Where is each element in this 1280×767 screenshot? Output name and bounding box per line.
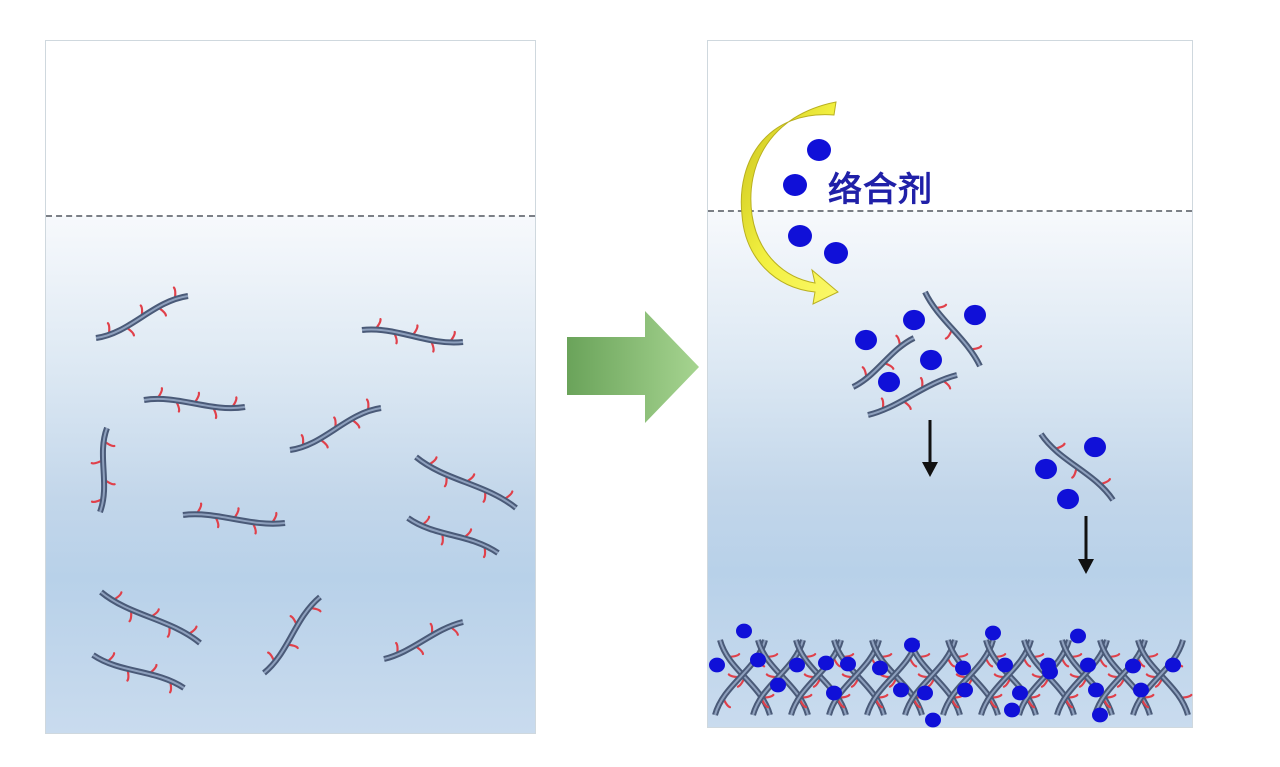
polymer-chain: [143, 387, 246, 420]
agent-ball: [1125, 658, 1141, 674]
polymer-chain: [406, 515, 500, 559]
agent-ball: [783, 174, 807, 196]
agent-ball: [788, 225, 812, 247]
polymer-chain: [1135, 639, 1193, 716]
agent-ball: [920, 349, 942, 371]
chelating-agent-label: 络合剂: [828, 170, 933, 210]
agent-ball: [925, 712, 941, 728]
agent-ball: [964, 304, 986, 326]
polymer-chain: [289, 398, 382, 453]
agent-ball: [985, 625, 1001, 641]
polymer-chain: [361, 317, 464, 353]
agent-ball: [1042, 664, 1058, 680]
polymer-chain: [867, 372, 958, 418]
liquid-surface-line: [708, 210, 1192, 212]
agent-ball: [957, 682, 973, 698]
chelating-agent-balls: [783, 139, 848, 264]
agent-ball: [736, 623, 752, 639]
agent-ball: [840, 656, 856, 672]
agent-ball: [807, 139, 831, 161]
agent-ball: [955, 660, 971, 676]
agent-ball: [1165, 657, 1181, 673]
down-arrow-icon: [1078, 516, 1094, 574]
agent-ball: [1070, 628, 1086, 644]
agent-ball: [789, 657, 805, 673]
sediment-layer: [709, 623, 1193, 728]
polymer-chain: [95, 286, 189, 341]
agent-ball: [1088, 682, 1104, 698]
agent-ball: [893, 682, 909, 698]
free-polymer-chains: [90, 286, 518, 694]
polymer-chain: [383, 619, 464, 662]
agent-ball: [1035, 458, 1057, 480]
agent-ball: [1080, 657, 1096, 673]
agent-ball: [997, 657, 1013, 673]
polymer-chain: [182, 502, 286, 535]
agent-ball: [878, 371, 900, 393]
polymer-chain: [922, 290, 983, 368]
liquid-surface-line: [46, 215, 535, 217]
polymer-chain: [851, 334, 916, 390]
agent-ball: [709, 657, 725, 673]
agent-ball: [903, 309, 925, 331]
polymer-chain: [91, 652, 186, 694]
down-arrow-icon: [922, 420, 938, 477]
agent-ball: [1133, 682, 1149, 698]
agent-ball: [1012, 685, 1028, 701]
bound-polymer-chains: [851, 290, 1116, 510]
agent-ball: [917, 685, 933, 701]
agent-ball: [1092, 707, 1108, 723]
agent-ball: [1004, 702, 1020, 718]
curved-arrow-icon: [740, 101, 839, 305]
agent-ball: [824, 242, 848, 264]
polymer-chain: [262, 594, 322, 676]
polymer-chain: [99, 589, 202, 646]
polymer-chain: [1038, 432, 1116, 502]
agent-ball: [826, 685, 842, 701]
agent-ball: [770, 677, 786, 693]
agent-ball: [750, 652, 766, 668]
polymer-chain: [414, 454, 518, 511]
beaker-before: [45, 40, 536, 734]
agent-ball: [904, 637, 920, 653]
right-arrow-icon: [567, 311, 699, 423]
agent-ball: [1057, 488, 1079, 510]
polymer-chain: [90, 426, 116, 514]
agent-ball: [1084, 436, 1106, 458]
agent-ball: [872, 660, 888, 676]
agent-ball: [855, 329, 877, 351]
agent-ball: [818, 655, 834, 671]
